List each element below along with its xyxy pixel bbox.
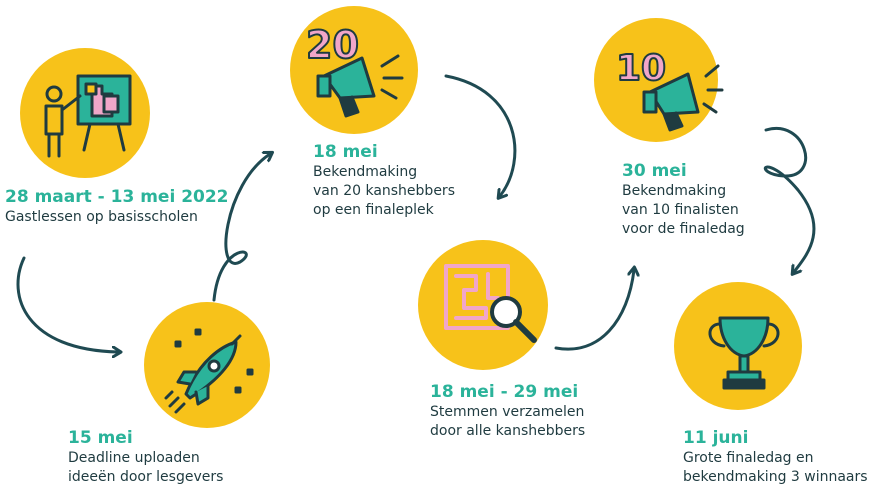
arrow-4 xyxy=(554,270,634,351)
step5-date: 30 mei xyxy=(622,161,687,181)
teacher-puzzle-icon xyxy=(44,74,132,158)
trophy-icon xyxy=(708,316,780,390)
step3-line1: Bekendmaking xyxy=(313,164,418,180)
step1-text: 28 maart - 13 mei 2022 Gastlessen op bas… xyxy=(5,186,229,227)
step4-circle xyxy=(418,240,548,370)
step1-date: 28 maart - 13 mei 2022 xyxy=(5,187,229,207)
arrow-2 xyxy=(212,154,270,302)
step2-line2: ideeën door lesgevers xyxy=(68,469,224,485)
maze-magnifier-icon xyxy=(444,264,537,343)
arrows xyxy=(16,74,816,352)
step3-date: 18 mei xyxy=(313,142,378,162)
step5-line3: voor de finaledag xyxy=(622,221,745,237)
step6-date: 11 juni xyxy=(683,428,749,448)
step4-line2: door alle kanshebbers xyxy=(430,423,586,439)
step4-line1: Stemmen verzamelen xyxy=(430,404,585,420)
step2-line1: Deadline uploaden xyxy=(68,450,200,466)
step3-text: 18 mei Bekendmaking van 20 kanshebbers o… xyxy=(313,141,455,220)
step6-line2: bekendmaking 3 winnaars xyxy=(683,469,868,485)
step6-text: 11 juni Grote finaledag en bekendmaking … xyxy=(683,427,868,487)
step1-line1: Gastlessen op basisscholen xyxy=(5,209,198,225)
step5-text: 30 mei Bekendmaking van 10 finalisten vo… xyxy=(622,160,745,239)
step3-line3: op een finaleplek xyxy=(313,202,434,218)
step5-line1: Bekendmaking xyxy=(622,183,727,199)
megaphone-20-icon: 20 xyxy=(305,22,404,118)
badge-20: 20 xyxy=(306,23,359,67)
badge-10: 10 xyxy=(616,48,666,89)
arrow-5 xyxy=(763,126,816,272)
step5-line2: van 10 finalisten xyxy=(622,202,739,218)
step4-date: 18 mei - 29 mei xyxy=(430,382,579,402)
step2-date: 15 mei xyxy=(68,428,133,448)
megaphone-10-icon: 10 xyxy=(615,47,724,132)
step4-text: 18 mei - 29 mei Stemmen verzamelen door … xyxy=(430,381,585,441)
rocket-icon xyxy=(164,328,254,414)
step2-text: 15 mei Deadline uploaden ideeën door les… xyxy=(68,427,223,487)
arrow-3 xyxy=(444,74,517,196)
step5-circle xyxy=(594,18,718,142)
step3-line2: van 20 kanshebbers xyxy=(313,183,455,199)
step6-line1: Grote finaledag en xyxy=(683,450,814,466)
arrow-1 xyxy=(16,256,118,352)
